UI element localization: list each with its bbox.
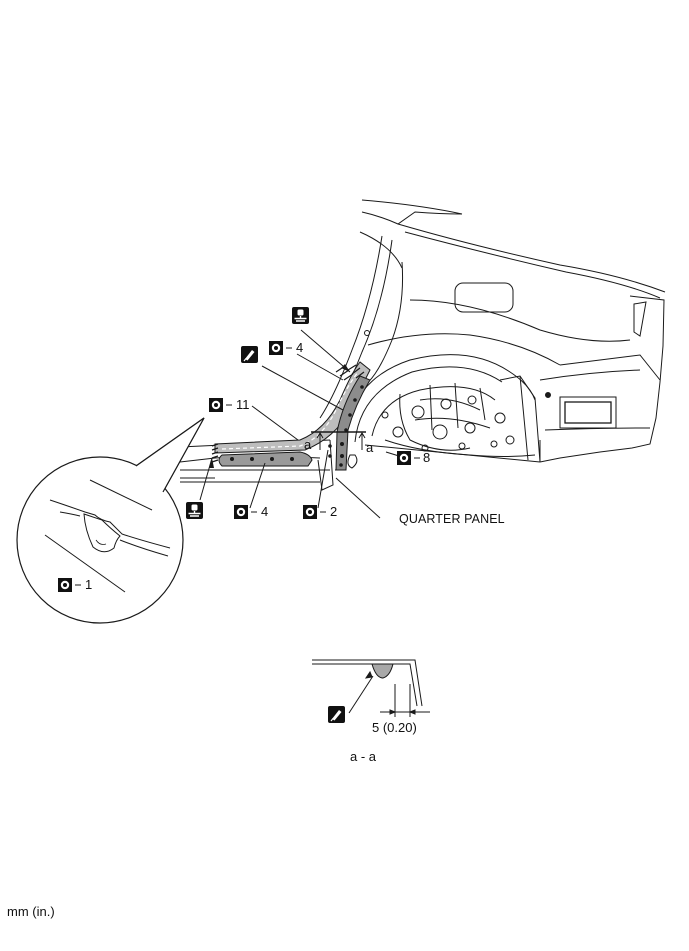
detail-callout [16, 417, 205, 624]
callout-right-weld-count: 8 [423, 450, 431, 465]
section-mark-left: a [304, 437, 312, 452]
weld-area [211, 361, 371, 471]
spot-weld-icon [58, 578, 72, 592]
detail-view [44, 479, 171, 593]
section-mark-right: a [366, 440, 374, 455]
dimension-label: 5 (0.20) [372, 720, 417, 735]
callout-bottom-mid-weld-count: 2 [330, 504, 338, 519]
spot-weld-icon [234, 505, 248, 519]
spot-weld-icon [397, 451, 411, 465]
callout-dashes [75, 347, 420, 586]
callout-top-weld-count: 4 [296, 340, 304, 355]
spot-weld-icon [303, 505, 317, 519]
section-view-aa [312, 659, 430, 717]
section-cut-line [311, 431, 366, 450]
sealer-brush-icon [327, 705, 346, 724]
callout-detail-weld-count: 1 [85, 577, 93, 592]
section-view-label: a - a [350, 749, 377, 764]
weld-bead-icon [185, 501, 204, 520]
quarter-panel-label: QUARTER PANEL [399, 512, 505, 526]
vehicle-body [179, 199, 666, 491]
spot-weld-icon [209, 398, 223, 412]
arrowheads [209, 364, 350, 468]
sealer-brush-icon [240, 345, 259, 364]
callout-bottom-left-weld-count: 4 [261, 504, 269, 519]
weld-bead-icon [291, 306, 310, 325]
callout-left-weld-count: 11 [236, 397, 250, 412]
units-note: mm (in.) [7, 904, 55, 919]
spot-weld-icon [269, 341, 283, 355]
